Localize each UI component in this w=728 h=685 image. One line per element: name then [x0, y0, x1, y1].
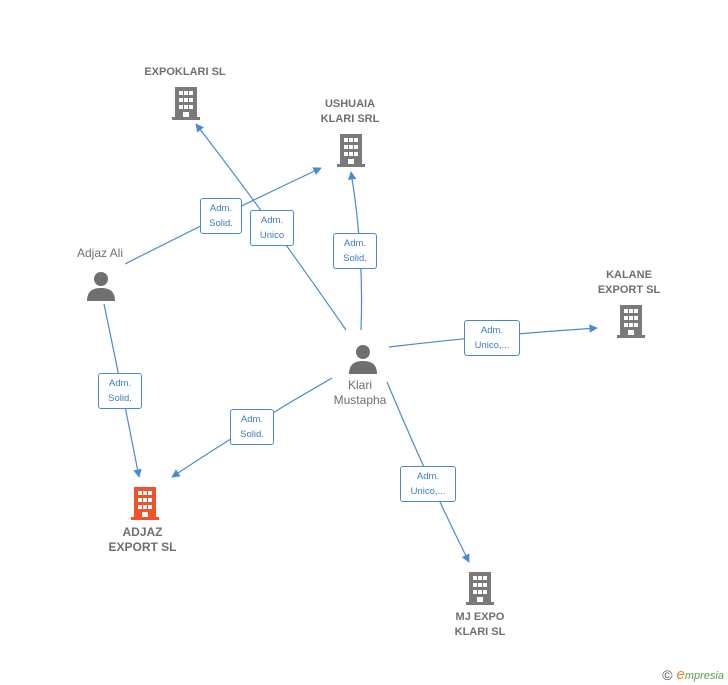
person-icon-klari[interactable] [348, 343, 378, 380]
building-icon-expoklari[interactable] [170, 85, 202, 126]
footer-brand: © empresia [662, 666, 724, 683]
edge-label-klari-kalane[interactable]: Adm. Unico,... [464, 320, 520, 356]
edge-label-klari-adjaz-export[interactable]: Adm. Solid. [230, 409, 274, 445]
label-adjaz-export: ADJAZ EXPORT SL [108, 525, 177, 554]
brand-name: mpresia [684, 670, 724, 682]
building-icon-mj-expo[interactable] [464, 570, 496, 611]
label-kalane: KALANE EXPORT SL [597, 269, 661, 296]
label-mj-expo: MJ EXPO KLARI SL [454, 611, 506, 638]
brand-initial: e [676, 666, 685, 683]
person-icon-adjaz-ali[interactable] [86, 270, 116, 307]
label-ushuaia: USHUAIA KLARI SRL [320, 98, 380, 125]
label-klari: Klari Mustapha [333, 378, 387, 407]
building-icon-kalane[interactable] [615, 303, 647, 344]
edge-label-klari-mj-expo[interactable]: Adm. Unico,... [400, 466, 456, 502]
copyright-symbol: © [662, 666, 673, 683]
edge-label-adjaz-ali-adjaz-export[interactable]: Adm. Solid. [98, 373, 142, 409]
edge-label-adjaz-ali-ushuaia[interactable]: Adm. Solid. [200, 198, 242, 234]
edge-label-klari-expoklari[interactable]: Adm. Unico [250, 210, 294, 246]
building-icon-adjaz-export[interactable] [129, 485, 161, 526]
building-icon-ushuaia[interactable] [335, 132, 367, 173]
label-adjaz-ali: Adjaz Ali [76, 246, 124, 260]
label-expoklari: EXPOKLARI SL [144, 66, 226, 78]
edge-label-klari-ushuaia[interactable]: Adm. Solid. [333, 233, 377, 269]
